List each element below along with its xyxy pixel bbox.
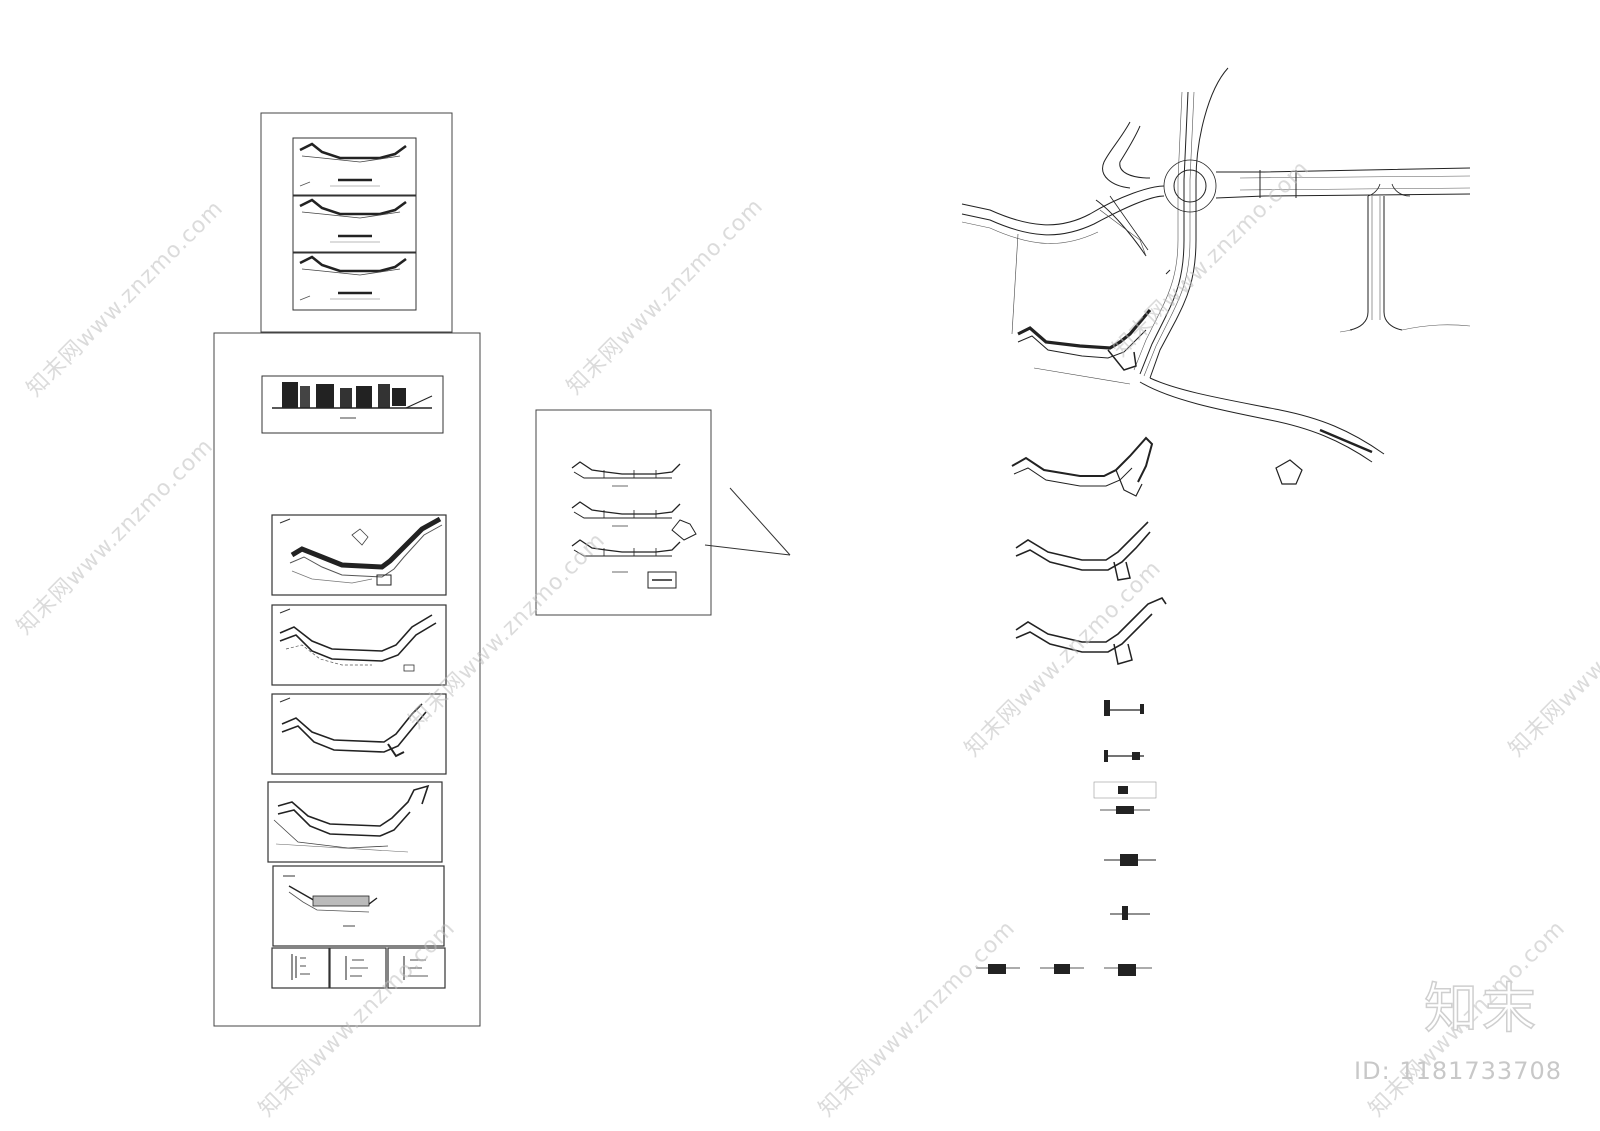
detail-sheet-b[interactable]	[329, 947, 387, 989]
brand-logo-watermark: 知末	[1423, 976, 1540, 1041]
thumbnail-elevation-2[interactable]	[292, 195, 417, 253]
sheet-frame-upper	[260, 112, 453, 333]
leader-lines	[704, 487, 791, 556]
detail-item[interactable]	[976, 964, 1152, 976]
detail-item[interactable]	[1104, 700, 1144, 716]
outbuilding-outline	[1275, 459, 1303, 485]
sheet-frame-lower	[213, 332, 481, 1027]
detail-sheet-a[interactable]	[271, 947, 330, 989]
site-plan-master[interactable]	[961, 67, 1471, 463]
floor-plan-sheet-3[interactable]	[271, 693, 447, 775]
detail-item[interactable]	[1093, 781, 1157, 814]
plan-level-2[interactable]	[1015, 521, 1151, 581]
plan-level-3[interactable]	[1015, 597, 1167, 665]
detail-item[interactable]	[1104, 750, 1144, 762]
detail-item[interactable]	[1110, 906, 1150, 920]
detail-item[interactable]	[1104, 854, 1156, 866]
floor-plan-sheet-5[interactable]	[272, 865, 445, 947]
floor-plan-sheet-2[interactable]	[271, 604, 447, 686]
site-sections-sheet[interactable]	[535, 409, 712, 616]
detail-sheet-c[interactable]	[387, 947, 446, 989]
detail-column	[976, 700, 1157, 976]
thumbnail-elevation-1[interactable]	[292, 137, 417, 196]
floor-plan-sheet-4[interactable]	[267, 781, 443, 863]
floor-plan-sheet-1[interactable]	[271, 514, 447, 596]
plan-level-1[interactable]	[1011, 436, 1154, 497]
asset-id-label: ID: 1181733708	[1354, 1057, 1562, 1085]
thumbnail-elevation-3[interactable]	[292, 252, 417, 311]
elevation-sheet[interactable]	[261, 375, 444, 434]
